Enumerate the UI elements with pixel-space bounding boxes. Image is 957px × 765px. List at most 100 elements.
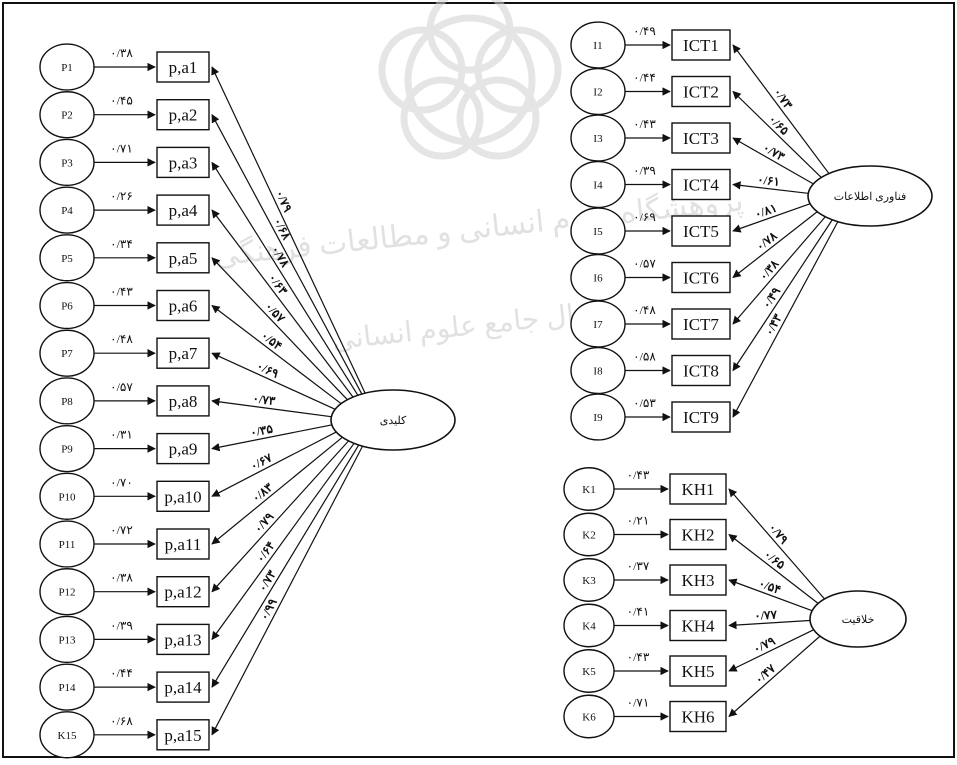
left-model-indicator-box: [156, 337, 210, 369]
left-model-indicator-label: p,a7: [169, 344, 198, 363]
left-model-loading-coefficient: ۰/۵۴: [258, 328, 285, 353]
creativity-model-loading-arrow: [728, 488, 826, 601]
left-model-error-label: K15: [58, 730, 77, 742]
creativity-model-loading-coefficient: ۰/۴۷: [752, 661, 779, 687]
creativity-model-loading-arrow: [728, 628, 816, 672]
left-model-indicator-label: p,a9: [169, 440, 198, 459]
ict-model-indicator-label: ICT6: [683, 269, 719, 288]
ict-model-error-label: I2: [593, 87, 602, 99]
left-model-loading-arrow: [211, 435, 344, 545]
left-model-error-coefficient: ۰/۶۸: [110, 714, 133, 728]
creativity-model-indicator-box: [669, 518, 727, 551]
creativity-model-error-label: K1: [582, 484, 595, 496]
ict-model-loading-arrow: [732, 137, 815, 186]
ict-model-loading-arrow: [732, 215, 827, 325]
left-model-error-label: P6: [61, 301, 73, 313]
left-model-indicator-box: [156, 242, 210, 274]
creativity-model-indicator-box: [669, 564, 727, 596]
left-model-loading-arrow: [211, 430, 338, 497]
left-model-error-coefficient: ۰/۷۰: [110, 475, 133, 489]
left-model-loading-coefficient: ۰/۵۷: [262, 299, 288, 325]
left-model-error-label: P1: [61, 62, 73, 74]
left-model-error-coefficient: ۰/۴۸: [110, 332, 133, 346]
watermark-line2: پرتال جامع علوم انسانی: [331, 297, 607, 357]
left-model-error-label: P7: [61, 348, 73, 360]
creativity-model-indicator-label: KH6: [681, 708, 714, 727]
ict-model-indicator-box: [671, 75, 731, 108]
creativity-model-error-coefficient: ۰/۲۱: [627, 514, 650, 528]
creativity-model-loading-coefficient: ۰/۵۴: [757, 576, 783, 597]
left-model-indicator-box: [156, 194, 210, 226]
left-model-indicator-label: p,a5: [169, 249, 198, 268]
left-model-error-label: P10: [58, 491, 76, 503]
ict-model-loading-arrow: [732, 202, 812, 233]
left-model-latent-ellipse: [330, 389, 456, 451]
left-model-loading-coefficient: ۰/۶۷: [248, 450, 275, 473]
ict-model-error-label: I8: [593, 366, 603, 378]
left-model-indicator-box: [156, 671, 210, 703]
left-model-error-coefficient: ۰/۳۴: [110, 237, 133, 251]
left-model-indicator-box: [156, 719, 210, 751]
left-model-error-coefficient: ۰/۴۳: [110, 285, 133, 299]
ict-model-error-label: I9: [593, 412, 603, 424]
creativity-model-indicator-box: [669, 473, 727, 505]
left-model-error-coefficient: ۰/۴۵: [110, 94, 133, 108]
left-model-error-coefficient: ۰/۳۸: [110, 46, 133, 60]
left-model-indicator-label: p,a6: [169, 297, 198, 316]
left-model-error-coefficient: ۰/۵۷: [110, 380, 133, 394]
creativity-model-error-coefficient: ۰/۷۱: [627, 696, 650, 710]
ict-model-error-coefficient: ۰/۵۷: [633, 257, 656, 271]
ict-model-loading-coefficient: ۰/۶۱: [757, 172, 781, 189]
creativity-model-loading-coefficient: ۰/۶۵: [761, 547, 788, 572]
left-model-indicator-box: [156, 385, 210, 417]
left-model-error-coefficient: ۰/۷۱: [110, 141, 133, 155]
left-model-loading-arrow: [211, 66, 367, 395]
left-model-indicator-label: p,a8: [169, 392, 198, 411]
left-model-error-label: P3: [61, 157, 73, 169]
watermark: پژوهشگاه علوم انسانی و مطالعات فرهنگی پر…: [213, 0, 745, 356]
left-model-loading-coefficient: ۰/۸۳: [249, 480, 276, 506]
left-model-loading-coefficient: ۰/۳۵: [249, 421, 275, 439]
left-model-loading-arrow: [211, 423, 334, 452]
left-model-loading-coefficient: ۰/۶۳: [265, 271, 290, 298]
left-model-loading-coefficient: ۰/۷۳: [255, 567, 279, 594]
ict-model-error-coefficient: ۰/۶۹: [633, 210, 656, 224]
ict-model-loading-coefficient: ۰/۷۳: [760, 140, 787, 164]
ict-model-loading-coefficient: ۰/۳۸: [756, 257, 782, 284]
ict-model-error-coefficient: ۰/۵۳: [633, 396, 656, 410]
ict-model-indicator-label: ICT7: [683, 315, 719, 334]
left-model-error-coefficient: ۰/۳۱: [110, 428, 133, 442]
left-model-indicator-box: [156, 51, 210, 83]
ict-model-loading-arrow: [732, 210, 819, 279]
ict-model-indicator-label: ICT1: [683, 36, 719, 55]
creativity-model-error-coefficient: ۰/۳۷: [627, 559, 650, 573]
left-model-loading-coefficient: ۰/۶۹: [254, 359, 281, 381]
ict-model-indicator-label: ICT5: [683, 222, 719, 241]
left-model-indicator-label: p,a13: [164, 630, 201, 649]
creativity-model-loading-arrow: [728, 634, 822, 718]
ict-model-error-coefficient: ۰/۴۴: [633, 71, 656, 85]
left-model-error-label: P5: [61, 253, 73, 265]
left-model-indicator-box: [156, 528, 210, 560]
ict-model-loading-coefficient: ۰/۴۳: [762, 311, 785, 338]
ict-model-indicator-box: [671, 354, 731, 387]
creativity-model-indicator-label: KH4: [681, 617, 715, 636]
left-model-error-coefficient: ۰/۳۸: [110, 571, 133, 585]
ict-model-error-coefficient: ۰/۴۸: [633, 303, 656, 317]
ict-model-error-coefficient: ۰/۵۸: [633, 350, 656, 364]
ict-model-error-coefficient: ۰/۴۳: [633, 117, 656, 131]
left-model-indicator-box: [156, 623, 210, 656]
creativity-model-latent-label: خلاقیت: [842, 614, 875, 626]
left-model-indicator-box: [156, 480, 210, 512]
ict-model-indicator-label: ICT8: [683, 362, 719, 381]
left-model-loading-arrow: [211, 161, 359, 397]
ict-model-loading-coefficient: ۰/۷۸: [753, 228, 780, 253]
creativity-model-error-coefficient: ۰/۴۳: [627, 468, 650, 482]
left-model-indicator-label: p,a15: [164, 726, 201, 745]
ict-model-loading-coefficient: ۰/۴۹: [759, 284, 783, 311]
ict-model-loading-arrow: [732, 220, 839, 418]
ict-model-loading-arrow: [732, 218, 834, 372]
